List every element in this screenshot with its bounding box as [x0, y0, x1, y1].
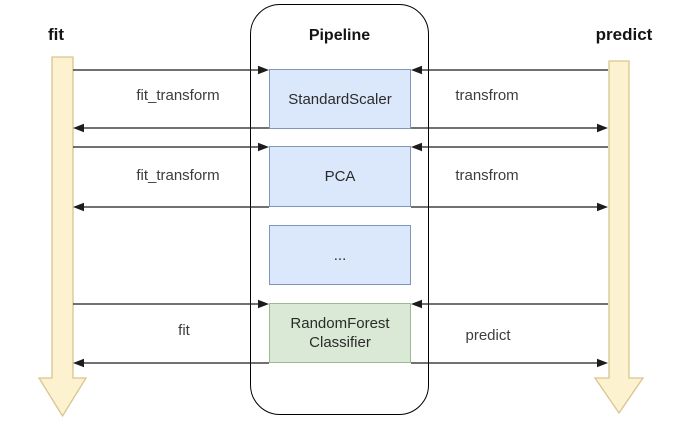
predict-flow-title: predict: [595, 25, 653, 44]
pca-return-arrow-right: [411, 202, 608, 212]
pca-return-arrow-left: [73, 202, 269, 212]
pipeline-step-standardscaler: StandardScaler: [269, 69, 411, 129]
pipeline-title: Pipeline: [308, 27, 371, 44]
fit-lifeline-down-arrow-icon: [37, 56, 88, 418]
predict-lifeline-down-arrow-icon: [593, 60, 645, 415]
estimator-label-line1: RandomForest: [290, 315, 390, 332]
standardscaler-fit-call-arrow: [73, 65, 269, 75]
standardscaler-return-arrow-left: [73, 123, 269, 133]
fit-transform-label-row1: fit_transform: [136, 87, 220, 104]
standardscaler-transform-call-arrow: [411, 65, 608, 75]
fit-flow-title: fit: [48, 25, 65, 44]
transform-label-row2: transfrom: [455, 167, 519, 184]
classifier-return-arrow-left: [73, 358, 269, 368]
pipeline-step-pca: PCA: [269, 146, 411, 207]
pipeline-step-ellipsis: ...: [269, 225, 411, 285]
pca-fit-call-arrow: [73, 142, 269, 152]
pipeline-container: Pipeline: [250, 4, 429, 415]
estimator-label-line2: Classifier: [309, 334, 371, 351]
transform-label-row1: transfrom: [455, 87, 519, 104]
classifier-return-arrow-right: [411, 358, 608, 368]
predict-label-row4: predict: [465, 327, 511, 344]
pca-transform-call-arrow: [411, 142, 608, 152]
fit-transform-label-row2: fit_transform: [136, 167, 220, 184]
pipeline-step-randomforestclassifier: RandomForest Classifier: [269, 303, 411, 363]
classifier-fit-call-arrow: [73, 299, 269, 309]
classifier-predict-call-arrow: [411, 299, 608, 309]
fit-label-row4: fit: [178, 322, 190, 339]
standardscaler-return-arrow-right: [411, 123, 608, 133]
